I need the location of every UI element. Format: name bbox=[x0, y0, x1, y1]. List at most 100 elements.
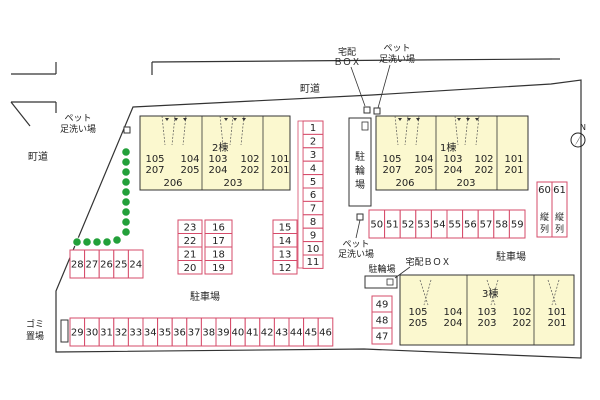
parking-stall-16: 16 bbox=[204, 219, 233, 234]
svg-text:ゴミ: ゴミ bbox=[26, 318, 44, 330]
parking-stall-55: 55 bbox=[446, 209, 464, 239]
parking-stall-9: 9 bbox=[302, 227, 324, 243]
svg-text:3棟: 3棟 bbox=[482, 287, 498, 300]
parking-stall-57: 57 bbox=[477, 209, 495, 239]
svg-text:18: 18 bbox=[212, 249, 225, 260]
tree-4 bbox=[121, 177, 131, 187]
parking-stall-31: 31 bbox=[98, 317, 115, 347]
parking-stall-41: 41 bbox=[244, 317, 261, 347]
parking-stall-12: 12 bbox=[272, 260, 298, 275]
svg-text:10: 10 bbox=[307, 244, 320, 255]
svg-text:駐輪場: 駐輪場 bbox=[368, 263, 395, 275]
svg-text:14: 14 bbox=[279, 236, 292, 247]
svg-text:足洗い場: 足洗い場 bbox=[338, 248, 374, 260]
pet-wash-station-center: ペット 足洗い場 bbox=[338, 213, 374, 260]
building-rooftop-dots bbox=[165, 118, 479, 121]
parking-stall-59: 59 bbox=[508, 209, 526, 239]
svg-text:104: 104 bbox=[414, 154, 433, 165]
bicycle-parking-south: 駐輪場 bbox=[364, 263, 398, 289]
svg-text:61: 61 bbox=[553, 185, 566, 196]
tree-13 bbox=[82, 237, 92, 247]
svg-text:45: 45 bbox=[305, 328, 318, 339]
parking-stall-25: 25 bbox=[113, 249, 129, 279]
building-1: 1棟 105 104 103 102 101 207 205 204 202 2… bbox=[375, 115, 529, 191]
parking-stall-15: 15 bbox=[272, 219, 298, 234]
svg-text:204: 204 bbox=[208, 165, 227, 176]
parking-stall-27: 27 bbox=[84, 249, 100, 279]
svg-text:207: 207 bbox=[145, 165, 164, 176]
svg-text:56: 56 bbox=[464, 220, 477, 231]
svg-text:36: 36 bbox=[173, 328, 186, 339]
svg-text:11: 11 bbox=[307, 257, 320, 268]
svg-text:204: 204 bbox=[443, 318, 462, 329]
svg-text:55: 55 bbox=[448, 220, 461, 231]
svg-text:38: 38 bbox=[202, 328, 215, 339]
svg-text:宅配: 宅配 bbox=[338, 46, 356, 58]
tree-5 bbox=[121, 187, 131, 197]
svg-text:101: 101 bbox=[270, 154, 289, 165]
parking-stall-32: 32 bbox=[113, 317, 129, 347]
svg-text:1棟: 1棟 bbox=[440, 141, 456, 154]
parking-stall-53: 53 bbox=[415, 209, 432, 239]
svg-text:37: 37 bbox=[188, 328, 201, 339]
svg-text:6: 6 bbox=[310, 190, 316, 201]
svg-text:27: 27 bbox=[86, 260, 99, 271]
tree-1 bbox=[121, 147, 131, 157]
svg-text:足洗い場: 足洗い場 bbox=[60, 123, 96, 135]
svg-text:29: 29 bbox=[71, 328, 84, 339]
parking-stall-35: 35 bbox=[157, 317, 173, 347]
svg-text:47: 47 bbox=[376, 332, 389, 343]
svg-text:15: 15 bbox=[279, 222, 292, 233]
parking-stall-8: 8 bbox=[302, 214, 324, 229]
tree-9 bbox=[121, 227, 131, 237]
svg-text:202: 202 bbox=[240, 165, 259, 176]
svg-text:104: 104 bbox=[180, 154, 199, 165]
svg-text:31: 31 bbox=[100, 328, 113, 339]
svg-text:26: 26 bbox=[100, 260, 113, 271]
pet-wash-station-west: ペット 足洗い場 bbox=[60, 114, 131, 135]
parking-stall-21: 21 bbox=[177, 246, 203, 261]
parking-stall-48: 48 bbox=[371, 311, 393, 329]
road-label-top: 町道 bbox=[300, 82, 320, 95]
svg-text:2: 2 bbox=[310, 137, 316, 148]
svg-text:204: 204 bbox=[443, 165, 462, 176]
svg-text:35: 35 bbox=[159, 328, 172, 339]
compass: N bbox=[570, 123, 586, 148]
svg-text:44: 44 bbox=[290, 328, 303, 339]
parking-stall-38: 38 bbox=[200, 317, 217, 347]
pet-wash-station-north: ペット 足洗い場 bbox=[373, 44, 415, 115]
parking-stall-17: 17 bbox=[204, 233, 233, 248]
svg-text:3: 3 bbox=[310, 150, 316, 161]
svg-text:58: 58 bbox=[495, 220, 508, 231]
svg-text:16: 16 bbox=[212, 222, 225, 233]
parking-stall-11: 11 bbox=[302, 254, 324, 269]
road-label-left: 町道 bbox=[28, 150, 48, 163]
svg-text:57: 57 bbox=[480, 220, 493, 231]
parking-stall-49: 49 bbox=[371, 295, 393, 313]
parking-stall-7: 7 bbox=[302, 200, 324, 216]
svg-text:49: 49 bbox=[376, 300, 389, 311]
svg-text:43: 43 bbox=[275, 328, 288, 339]
svg-text:12: 12 bbox=[279, 263, 292, 274]
svg-text:42: 42 bbox=[261, 328, 274, 339]
svg-text:輪: 輪 bbox=[355, 164, 365, 177]
parking-stall-19: 19 bbox=[204, 260, 233, 275]
svg-text:105: 105 bbox=[408, 307, 427, 318]
svg-text:25: 25 bbox=[115, 260, 128, 271]
svg-text:203: 203 bbox=[477, 318, 496, 329]
svg-text:22: 22 bbox=[184, 236, 197, 247]
parking-stall-1: 1 bbox=[302, 120, 324, 135]
parking-stall-36: 36 bbox=[171, 317, 188, 347]
tree-10 bbox=[112, 235, 122, 245]
svg-text:縦: 縦 bbox=[555, 211, 564, 223]
svg-text:206: 206 bbox=[395, 178, 414, 189]
svg-text:駐: 駐 bbox=[355, 150, 365, 163]
parking-stall-44: 44 bbox=[288, 317, 305, 347]
vertical-parking-60-61: 60 61 縦 列 縦 列 bbox=[536, 181, 568, 238]
parking-stall-18: 18 bbox=[204, 246, 233, 261]
parking-stall-24: 24 bbox=[127, 249, 144, 279]
parking-stall-13: 13 bbox=[272, 246, 298, 261]
svg-text:1: 1 bbox=[310, 123, 316, 134]
parking-stall-56: 56 bbox=[462, 209, 479, 239]
svg-text:103: 103 bbox=[443, 154, 462, 165]
